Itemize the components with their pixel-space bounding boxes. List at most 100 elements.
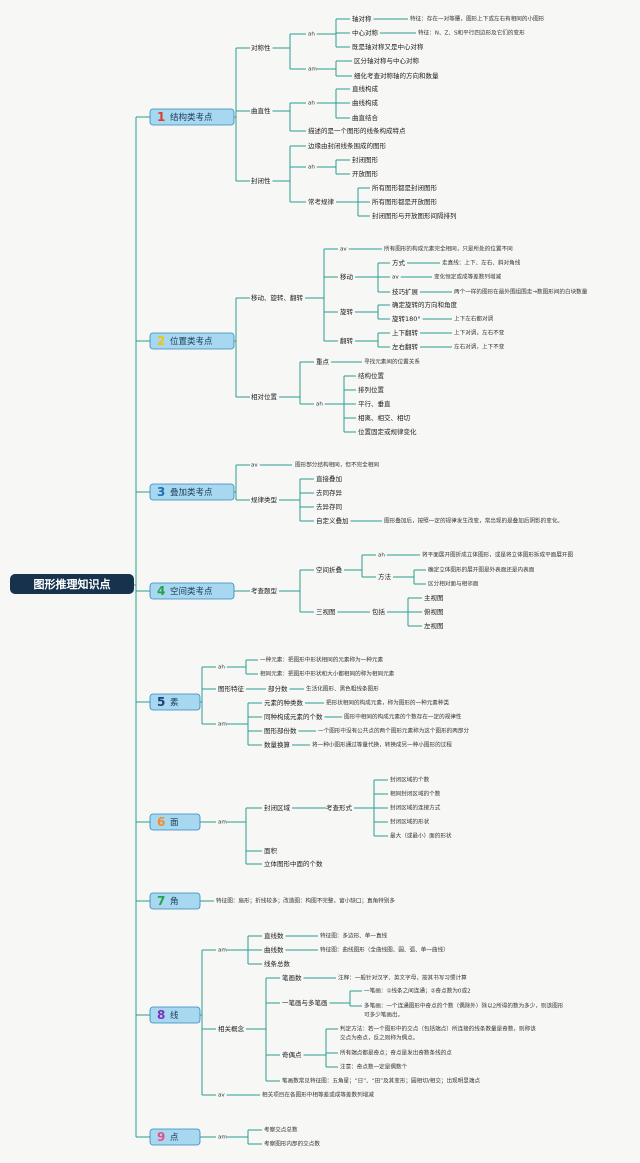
- node-three-view: 三视图: [316, 607, 336, 616]
- node-flip-lr: 左右翻转: [392, 342, 419, 351]
- node-key-point: 重点: [316, 358, 330, 366]
- node-total-lines: 线条总数: [264, 959, 291, 968]
- node-one-multi-stroke: 一笔画与多笔画: [282, 998, 328, 1007]
- node-both-symmetry: 既是轴对称又是中心对称: [352, 42, 424, 51]
- note-straight-count: 特征图：多边形、单一直线: [320, 932, 388, 940]
- node-closed-area: 封闭区域: [264, 803, 291, 812]
- node-stroke-count: 笔画数: [282, 973, 302, 982]
- note-line-av: 相关项目在各图形中相等差或成等差数列增减: [262, 1091, 374, 1099]
- node-same-area-count: 相同封闭区域的个数: [390, 790, 441, 798]
- node-center-symmetry: 中心对称: [352, 28, 379, 37]
- category-box: [149, 332, 235, 350]
- node-pos-rule: 位置固定或规律变化: [358, 427, 417, 436]
- note-av: 所有图形的构成元素完全相同，只是所处的位置不同: [384, 245, 513, 253]
- note-flip-ud: 上下对调，左右不变: [454, 329, 505, 337]
- node-direct-overlay: 直接叠加: [316, 474, 342, 483]
- node-curve-desc: 描述的是一个图形的线条构成特点: [308, 126, 406, 135]
- note-stroke-count: 注释：一般针对汉字、英文字母，按其书写习惯计算: [338, 974, 467, 982]
- root-box: [10, 574, 134, 594]
- node-area-connect: 封闭区域的连接方式: [390, 804, 441, 812]
- node-remove-diff: 去异存同: [316, 502, 342, 511]
- node-space-fold: 空间折叠: [316, 565, 343, 574]
- tag-ah: ah: [308, 32, 315, 38]
- node-relative-position: 相对位置: [251, 392, 278, 401]
- category-box: [149, 483, 235, 501]
- node-multi-stroke: 多笔画：一个连通图形中奇点的个数（偶除外）除以2所得的数为多少，则该图形: [364, 1002, 564, 1010]
- category-name: 线: [170, 1010, 179, 1021]
- category-number: 5: [157, 695, 165, 709]
- node-related-concepts: 相关概念: [218, 1024, 245, 1033]
- node-symmetry: 对称性: [251, 43, 271, 52]
- node-curve-straight: 曲直性: [251, 106, 271, 115]
- note-center-symmetry: 特征：N、Z、S和平行四边形及它们的变形: [418, 29, 525, 37]
- node-curve-count: 曲线数: [264, 945, 284, 954]
- tag-ah: ah: [308, 101, 315, 107]
- note-same-element-count: 图形中相同的构成元素的个数存在一定的规律性: [344, 713, 462, 721]
- note-move-av: 变化恒定或成等差数列增减: [434, 273, 502, 281]
- note-move-tip: 两个一样的图形在最外围组围走→数图形间的白块数量: [454, 288, 588, 296]
- category-number: 4: [157, 584, 165, 598]
- node-rule-type: 规律类型: [251, 495, 278, 504]
- node-solid-faces: 立体图形中面的个数: [264, 859, 323, 868]
- note-element-types: 把形状相同的构成元素，称为图形的一种元素种类: [326, 699, 449, 707]
- tag-av: av: [251, 463, 258, 469]
- node-front-view: 主视图: [424, 593, 444, 602]
- category-number: 2: [157, 334, 165, 348]
- note-rotate-180: 上下左右都对调: [454, 315, 494, 323]
- node-straight: 直线构成: [352, 84, 379, 93]
- note-curve-count: 特征图：曲线图形（全曲线图、圆、弧、单一曲线）: [320, 946, 449, 954]
- category-1: 1 结构类考点: [149, 108, 235, 126]
- category-name: 面: [170, 818, 179, 828]
- node-common-rules: 常考规律: [308, 197, 335, 206]
- node-custom-overlay: 自定义叠加: [316, 516, 349, 525]
- node-closed-def: 边缘由封闭线条围成的图形: [308, 141, 387, 150]
- node-multi-stroke-cont: 可多少笔画出。: [364, 1011, 403, 1019]
- node-includes: 包括: [372, 607, 386, 616]
- note-fold-desc: 将平面展开图折成立体图形，或是将立体图形拆成平面展开图: [422, 551, 573, 559]
- category-box: [149, 108, 235, 126]
- category-number: 6: [157, 815, 165, 829]
- node-same-element: 相同元素：把图形中形状和大小都相同的称为相同元素: [260, 670, 395, 678]
- node-flip-ud: 上下翻转: [392, 328, 419, 337]
- node-arrange-pos: 排列位置: [358, 385, 385, 394]
- node-parallel: 平行、垂直: [358, 399, 391, 408]
- node-element-kind: 一种元素：把图形中形状相同的元素称为一种元素: [260, 656, 383, 664]
- node-area: 面积: [264, 846, 278, 855]
- category-name: 叠加类考点: [170, 487, 213, 498]
- tag-ah: ah: [308, 165, 315, 171]
- node-judge-method: 判定方法：若一个图形中的交点（包括端点）所连接的线条数量是奇数，则称该: [340, 1025, 536, 1033]
- node-endpoints-odd: 所有端点都是奇点；奇点是发出奇数条线的点: [340, 1049, 452, 1057]
- tag-av: av: [218, 1093, 225, 1099]
- note-flip-lr: 左右对调，上下不变: [454, 343, 505, 351]
- category-name: 结构类考点: [170, 112, 213, 123]
- note-move-way: 走直线：上下、左右、斜对角线: [442, 259, 521, 267]
- node-one-stroke: 一笔画：①线条之间连通；②奇点数为0或2: [364, 987, 471, 995]
- note-key-point: 寻找元素间的位置关系: [364, 358, 420, 366]
- node-curve: 曲线构成: [352, 98, 379, 107]
- category-box: [149, 1006, 201, 1024]
- node-fold-inner-outer: 确定立体图形的展开图是外表面还是内表面: [428, 566, 535, 574]
- node-move-tip: 技巧扩展: [392, 287, 419, 296]
- node-judge-method-cont: 交点为奇点，反之则称为偶点。: [340, 1034, 418, 1042]
- category-number: 8: [157, 1008, 165, 1022]
- category-box: [149, 1128, 201, 1146]
- node-closed: 封闭图形: [352, 155, 379, 164]
- node-exam-form: 考查形式: [326, 803, 353, 812]
- node-part-count: 部分数: [268, 684, 288, 693]
- category-number: 1: [157, 110, 165, 124]
- node-flip: 翻转: [340, 336, 354, 345]
- tag-am: am: [308, 67, 317, 73]
- node-rule-alternate: 封闭图形与开放图形间隔排列: [372, 211, 457, 220]
- node-rotate-180: 旋转180°: [392, 314, 421, 323]
- node-stroke-features: 笔画数常见特征图：五角星；“日”、“田”及其变形；圆相切/相交；出现明显端点: [282, 1077, 480, 1085]
- node-closure: 封闭性: [251, 176, 271, 185]
- node-angle-features: 特征图：扇形；折线较多；改造图：构图不完整，留小缺口；直角特别多: [216, 897, 395, 905]
- category-box: [149, 693, 201, 711]
